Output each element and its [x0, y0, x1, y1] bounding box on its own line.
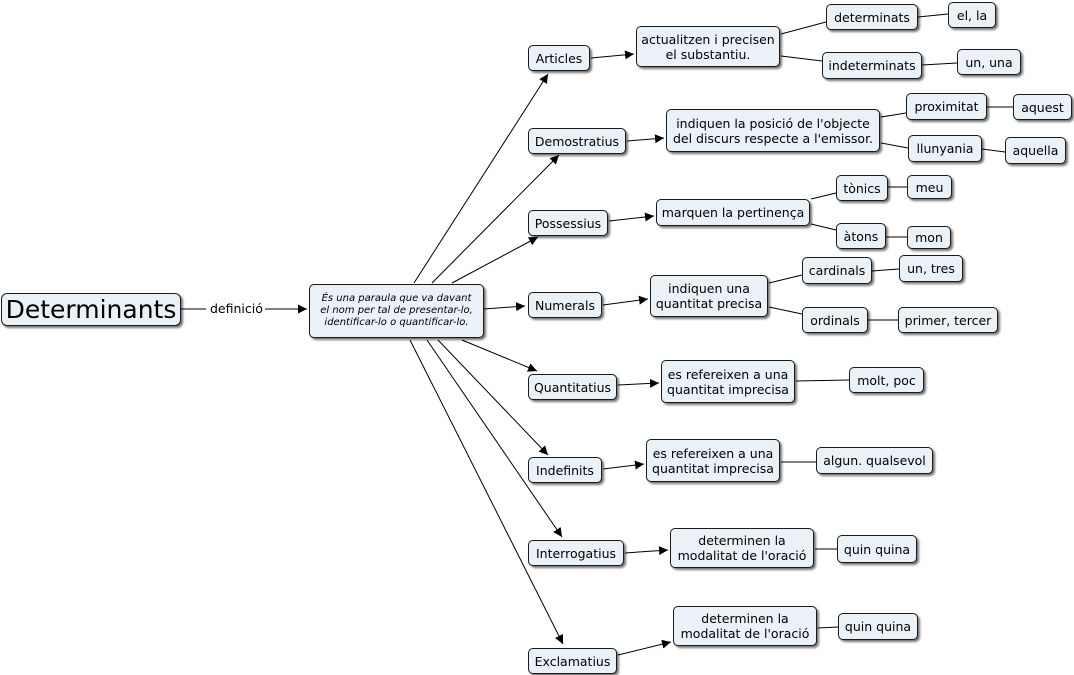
exclamatius-example[interactable]: quin quina [838, 613, 918, 640]
category-demostratius[interactable]: Demostratius [528, 128, 626, 154]
definicio-link-label: definició [209, 301, 264, 316]
articles-description[interactable]: actualitzen i precisen el substantiu. [636, 26, 780, 67]
category-interrogatius[interactable]: Interrogatius [528, 540, 624, 566]
category-articles[interactable]: Articles [528, 45, 590, 71]
possessius-tonics[interactable]: tònics [836, 175, 888, 201]
root-node[interactable]: Determinants [1, 293, 181, 326]
category-indefinits[interactable]: Indefinits [528, 457, 602, 483]
numerals-cardinals[interactable]: cardinals [802, 257, 872, 284]
category-quantitatius[interactable]: Quantitatius [528, 374, 617, 400]
numerals-ordinals-example[interactable]: primer, tercer [898, 307, 998, 333]
demostratius-proximitat[interactable]: proximitat [906, 93, 987, 120]
articles-indeterminats-example[interactable]: un, una [957, 49, 1021, 75]
category-possessius[interactable]: Possessius [528, 210, 608, 236]
demostratius-llunyania-example[interactable]: aquella [1005, 137, 1066, 164]
quantitatius-description[interactable]: es refereixen a una quantitat imprecisa [661, 360, 795, 403]
indefinits-description[interactable]: es refereixen a una quantitat imprecisa [646, 439, 780, 482]
indefinits-example[interactable]: algun. qualsevol [816, 447, 933, 474]
interrogatius-description[interactable]: determinen la modalitat de l'oració [670, 528, 814, 568]
demostratius-proximitat-example[interactable]: aquest [1013, 94, 1072, 120]
category-numerals[interactable]: Numerals [528, 292, 602, 318]
interrogatius-example[interactable]: quin quina [837, 535, 917, 563]
demostratius-llunyania[interactable]: llunyania [908, 135, 982, 162]
quantitatius-example[interactable]: molt, poc [849, 367, 924, 393]
category-exclamatius[interactable]: Exclamatius [528, 648, 617, 674]
possessius-atons[interactable]: àtons [836, 223, 886, 249]
numerals-ordinals[interactable]: ordinals [802, 307, 868, 333]
demostratius-description[interactable]: indiquen la posició de l'objecte del dis… [666, 109, 880, 152]
definition-node[interactable]: És una paraula que va davant el nom per … [309, 284, 484, 338]
articles-determinats-example[interactable]: el, la [948, 2, 996, 28]
articles-indeterminats[interactable]: indeterminats [822, 52, 922, 79]
possessius-atons-example[interactable]: mon [907, 226, 951, 249]
exclamatius-description[interactable]: determinen la modalitat de l'oració [673, 606, 817, 646]
numerals-description[interactable]: indiquen una quantitat precisa [650, 275, 768, 317]
possessius-description[interactable]: marquen la pertinença [656, 199, 810, 226]
possessius-tonics-example[interactable]: meu [907, 175, 952, 199]
numerals-cardinals-example[interactable]: un, tres [899, 255, 963, 282]
articles-determinats[interactable]: determinats [826, 4, 918, 30]
